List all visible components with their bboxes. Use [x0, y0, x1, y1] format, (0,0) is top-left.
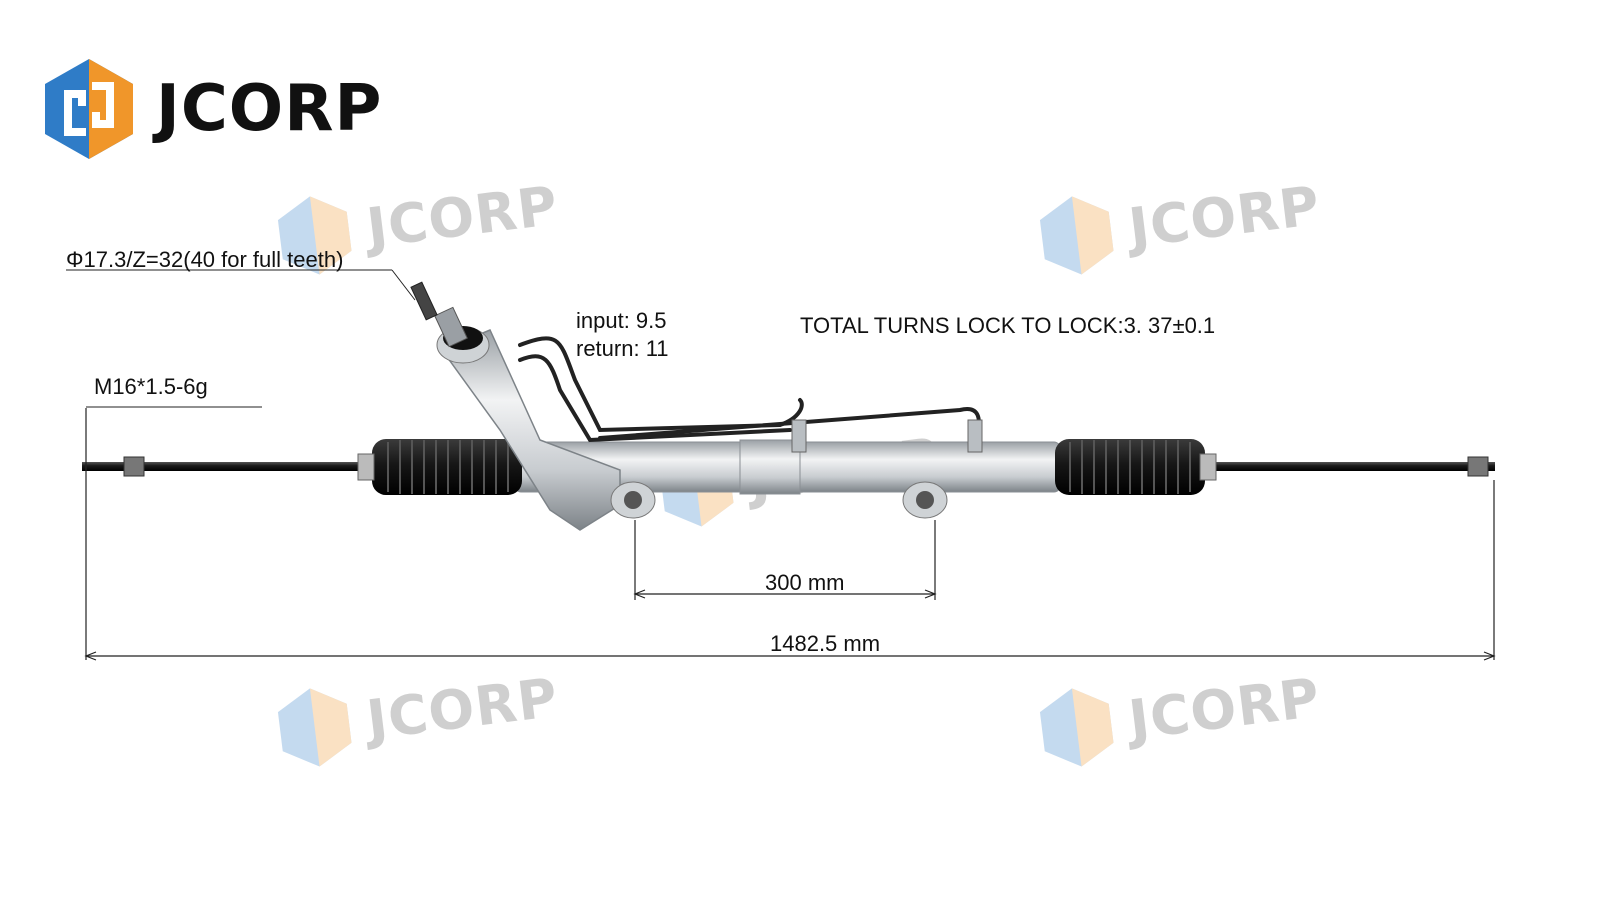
pinion-valve-housing: [410, 281, 621, 531]
right-tie-rod: [1190, 462, 1495, 471]
mount-spacing-dimension: [633, 520, 937, 600]
mount-bushing-right: [902, 481, 948, 519]
watermark-logo-icon: [277, 196, 352, 275]
return-port-label: return: 11: [576, 336, 669, 361]
right-thread-nut: [1467, 456, 1489, 477]
watermark-logo-icon: [1039, 196, 1114, 275]
thread-spec-label: M16*1.5-6g: [94, 374, 208, 399]
brand-name: JCORP: [156, 72, 383, 146]
overall-length-dimension: [84, 408, 1496, 661]
mount-bushing-left: [610, 481, 656, 519]
total-turns-label: TOTAL TURNS LOCK TO LOCK:3. 37±0.1: [800, 313, 1216, 338]
mount-spacing-label: 300 mm: [765, 570, 845, 595]
overall-length-label: 1482.5 mm: [770, 631, 881, 656]
left-tie-rod: [82, 462, 372, 471]
watermark-logo-icon: [1039, 688, 1114, 767]
watermark-logo-icon: [277, 688, 352, 767]
brand-logo: JCORP: [42, 56, 382, 162]
input-port-label: input: 9.5: [576, 308, 667, 333]
right-bellows-boot: [1055, 439, 1217, 495]
line-fittings: [791, 419, 983, 453]
left-thread-nut: [123, 456, 145, 477]
left-bellows-boot: [357, 439, 522, 495]
jcorp-hexagon-logo-icon: [45, 59, 133, 159]
watermark: JCORP: [273, 656, 563, 774]
watermark: JCORP: [1035, 656, 1325, 774]
pinion-leader: [391, 269, 416, 301]
pinion-spec-label: Φ17.3/Z=32(40 for full teeth): [66, 247, 344, 272]
watermark: JCORP: [1035, 164, 1325, 282]
watermark: JCORP: [273, 164, 563, 282]
